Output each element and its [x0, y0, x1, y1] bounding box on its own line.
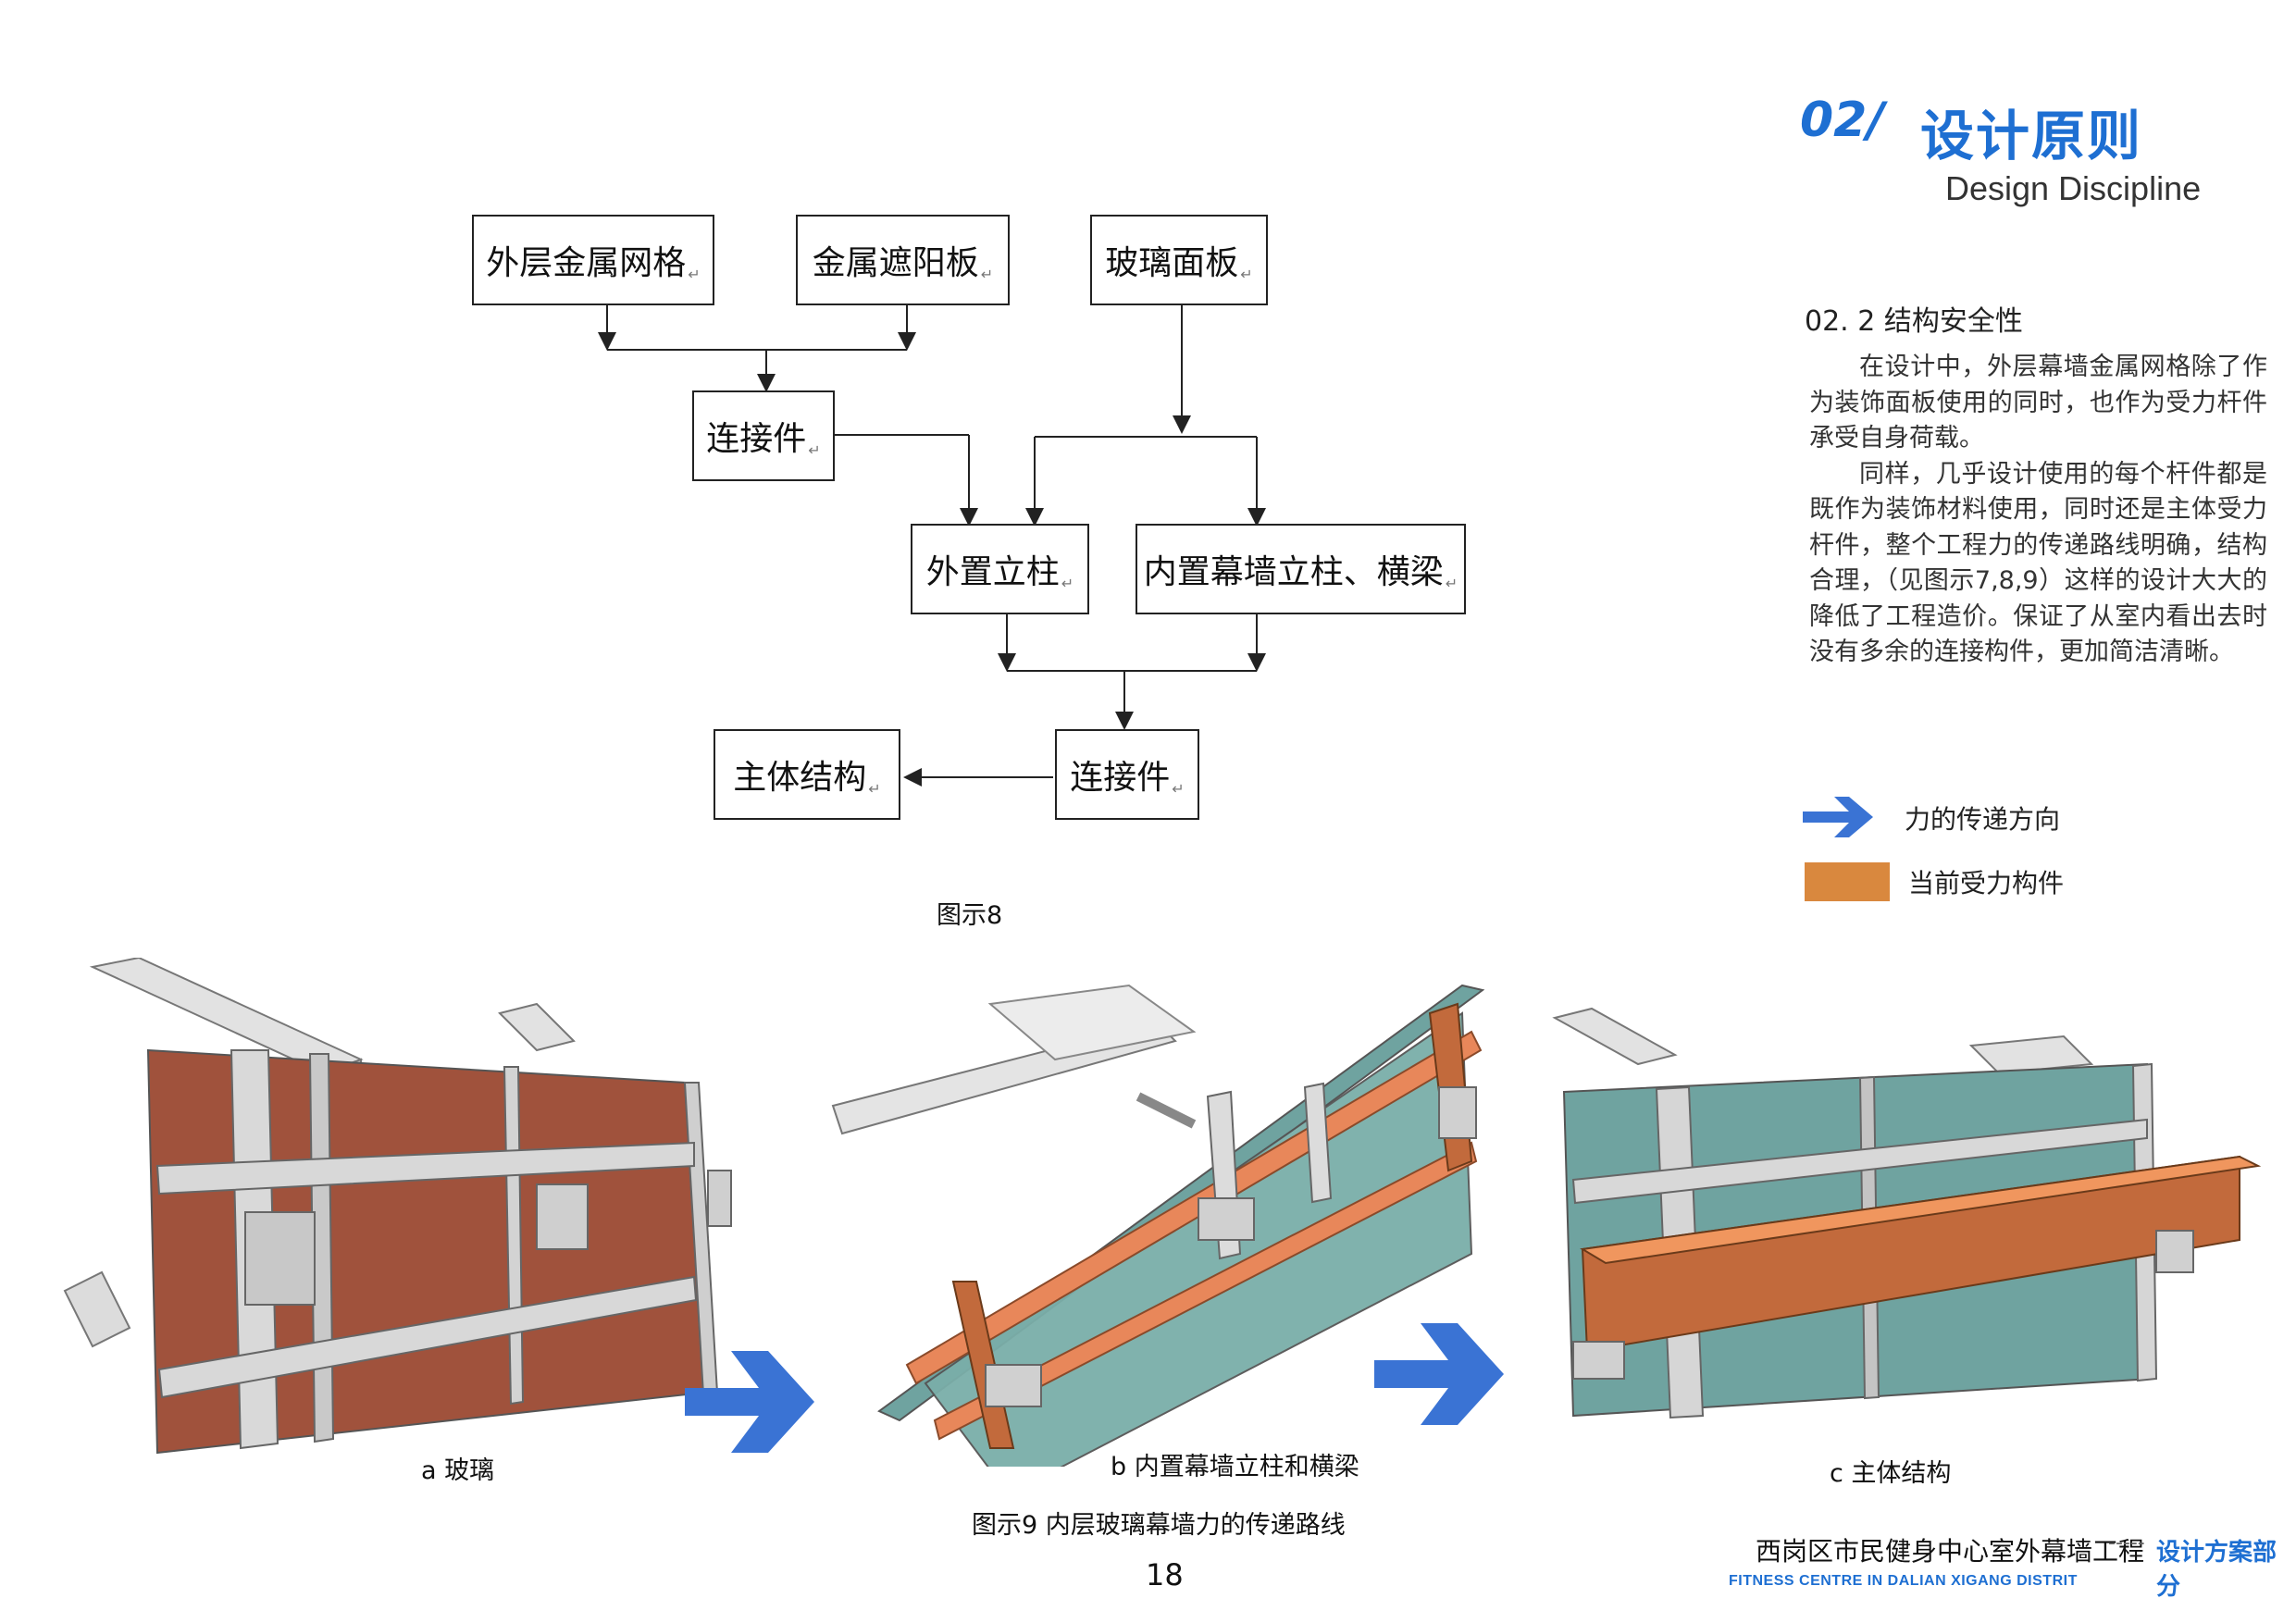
flow-box-main-structure-label: 主体结构	[733, 759, 867, 797]
force-direction-arrow-icon	[1803, 791, 1877, 843]
section-number: 02/	[1800, 93, 1885, 148]
return-mark: ↵	[688, 266, 701, 283]
figure-c-label: c 主体结构	[1830, 1459, 1952, 1488]
flow-box-inner-mullion: 内置幕墙立柱、横梁↵	[1136, 524, 1466, 614]
flow-box-connector-bottom-label: 连接件	[1070, 759, 1171, 797]
return-mark: ↵	[1172, 780, 1185, 798]
flow-box-glass-panel-label: 玻璃面板	[1105, 244, 1239, 282]
page-subtitle-en: Design Discipline	[1945, 169, 2202, 207]
figure-a-glass-illustration	[63, 958, 732, 1455]
flow-arrow-b-to-c-icon	[1374, 1323, 1504, 1425]
footer-project-cn: 西岗区市民健身中心室外幕墙工程	[1756, 1536, 2145, 1567]
flow-box-outer-grid-label: 外层金属网格	[486, 244, 687, 282]
legend-arrow-label: 力的传递方向	[1905, 804, 2061, 835]
page-number: 18	[1146, 1557, 1184, 1592]
flow-box-connector-top-label: 连接件	[706, 420, 807, 458]
footer-project-en: FITNESS CENTRE IN DALIAN XIGANG DISTRIT	[1729, 1573, 2078, 1589]
paragraph-2: 同样，几乎设计使用的每个杆件都是既作为装饰材料使用，同时还是主体受力杆件，整个工…	[1809, 459, 2267, 667]
paragraph-1: 在设计中，外层幕墙金属网格除了作为装饰面板使用的同时，也作为受力杆件承受自身荷载…	[1809, 353, 2267, 452]
flow-box-outer-column-label: 外置立柱	[925, 553, 1060, 591]
figure-b-label: b 内置幕墙立柱和横梁	[1111, 1453, 1359, 1481]
flow-box-connector-bottom: 连接件↵	[1055, 729, 1199, 820]
flow-box-sunshade: 金属遮阳板↵	[796, 215, 1010, 305]
return-mark: ↵	[1445, 575, 1458, 592]
section-title: 02. 2 结构安全性	[1805, 305, 2023, 338]
flow-arrow-a-to-b-icon	[685, 1351, 814, 1453]
return-mark: ↵	[808, 441, 821, 459]
figure-b-mullion-illustration	[831, 984, 1485, 1467]
flowchart-connectors	[598, 305, 1266, 787]
footer-dashes: -----	[2108, 1531, 2145, 1555]
figure-9-caption: 图示9 内层玻璃幕墙力的传递路线	[972, 1511, 1346, 1540]
figure-c-structure-illustration	[1552, 1007, 2262, 1419]
return-mark: ↵	[868, 780, 881, 798]
flow-box-glass-panel: 玻璃面板↵	[1090, 215, 1268, 305]
section-body: 在设计中，外层幕墙金属网格除了作为装饰面板使用的同时，也作为受力杆件承受自身荷载…	[1809, 350, 2267, 671]
flow-box-sunshade-label: 金属遮阳板	[812, 244, 979, 282]
legend-swatch-label: 当前受力构件	[1908, 868, 2065, 898]
figure-a-label: a 玻璃	[421, 1456, 495, 1485]
flow-box-inner-mullion-label: 内置幕墙立柱、横梁	[1143, 553, 1444, 591]
footer-tag: 设计方案部分	[2156, 1539, 2277, 1601]
flow-box-connector-top: 连接件↵	[692, 390, 835, 481]
flow-box-main-structure: 主体结构↵	[714, 729, 900, 820]
flow-box-outer-column: 外置立柱↵	[911, 524, 1089, 614]
return-mark: ↵	[980, 266, 994, 283]
page-title: 设计原则	[1920, 105, 2143, 167]
flow-box-outer-grid: 外层金属网格↵	[472, 215, 714, 305]
return-mark: ↵	[1061, 575, 1074, 592]
return-mark: ↵	[1240, 266, 1253, 283]
legend-swatch	[1805, 862, 1890, 901]
figure-8-caption: 图示8	[937, 901, 1003, 930]
